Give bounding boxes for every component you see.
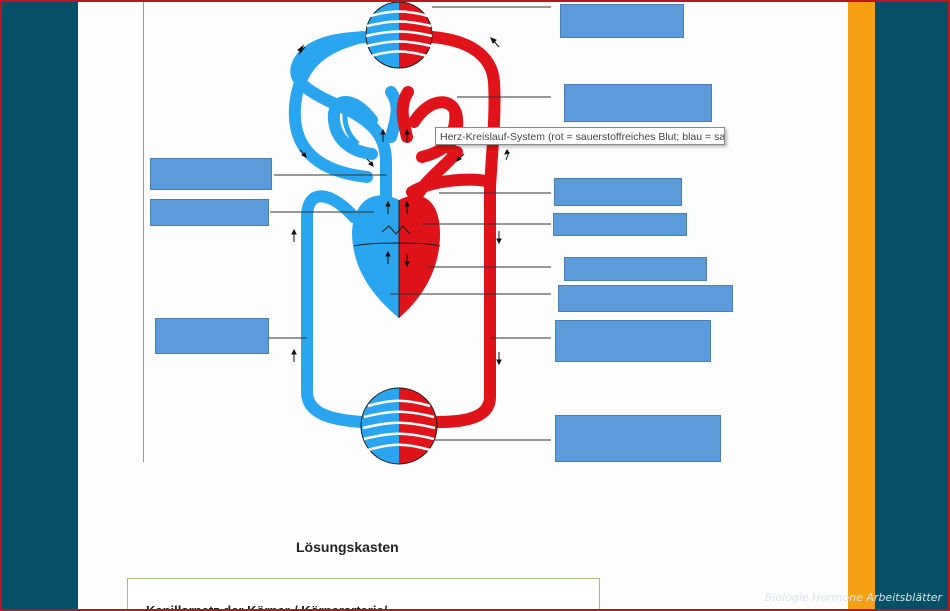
label-box-left-ventricle[interactable] [564, 257, 707, 281]
orange-accent-strip [848, 2, 875, 609]
heart [352, 195, 441, 318]
label-box-vena-cava[interactable] [150, 199, 269, 226]
body-capillary-network [360, 387, 438, 465]
diagram-tooltip: Herz-Kreislauf-System (rot = sauerstoffr… [435, 127, 725, 145]
label-box-pulmonary-artery[interactable] [150, 158, 272, 190]
label-box-lung-capillaries[interactable] [560, 4, 684, 38]
left-side-panel [2, 2, 78, 609]
solution-heading: Lösungskasten [296, 539, 399, 555]
label-box-septum[interactable] [558, 285, 733, 312]
page-margin-line [143, 2, 144, 462]
solution-box: Kapillarnetz der Körper-/ Körperarterie/… [127, 578, 600, 611]
label-leader-lines [268, 6, 551, 441]
flow-arrows [291, 37, 510, 366]
right-side-panel [875, 2, 948, 609]
watermark: Biologie Hormone Arbeitsblätter [764, 591, 942, 604]
lung-capillary-network [365, 2, 433, 69]
label-box-aorta[interactable] [554, 178, 682, 206]
oxygen-poor-vessels [288, 31, 403, 428]
label-box-left-atrium[interactable] [553, 213, 687, 236]
label-box-body-vein[interactable] [155, 318, 269, 354]
label-box-body-capillaries[interactable] [555, 415, 721, 462]
label-box-pulmonary-vein[interactable] [564, 84, 712, 122]
solution-first-line: Kapillarnetz der Körper-/ Körperarterie/… [146, 603, 399, 611]
label-box-body-artery[interactable] [555, 320, 711, 362]
